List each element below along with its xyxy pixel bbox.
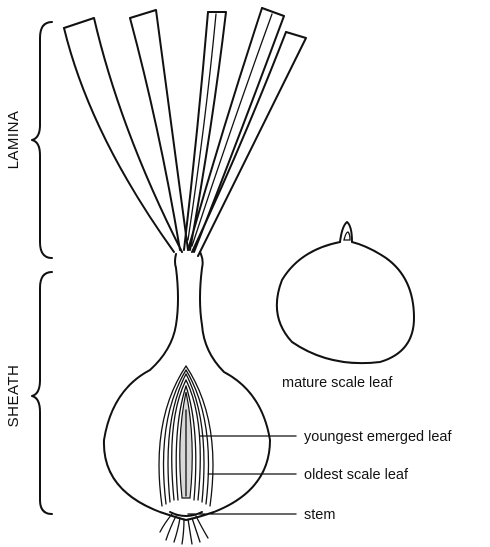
- label-mature-scale-leaf: mature scale leaf: [282, 375, 393, 391]
- label-youngest-emerged-leaf: youngest emerged leaf: [304, 429, 452, 445]
- lamina-bracket: [32, 22, 52, 258]
- sheath-bracket: [32, 272, 52, 514]
- lamina-label: LAMINA: [5, 111, 22, 170]
- sheath-label: SHEATH: [5, 365, 22, 428]
- label-stem: stem: [304, 507, 335, 523]
- mature-scale-leaf-drawing: [277, 222, 414, 363]
- leaf-blades: [64, 8, 306, 256]
- label-oldest-scale-leaf: oldest scale leaf: [304, 467, 409, 483]
